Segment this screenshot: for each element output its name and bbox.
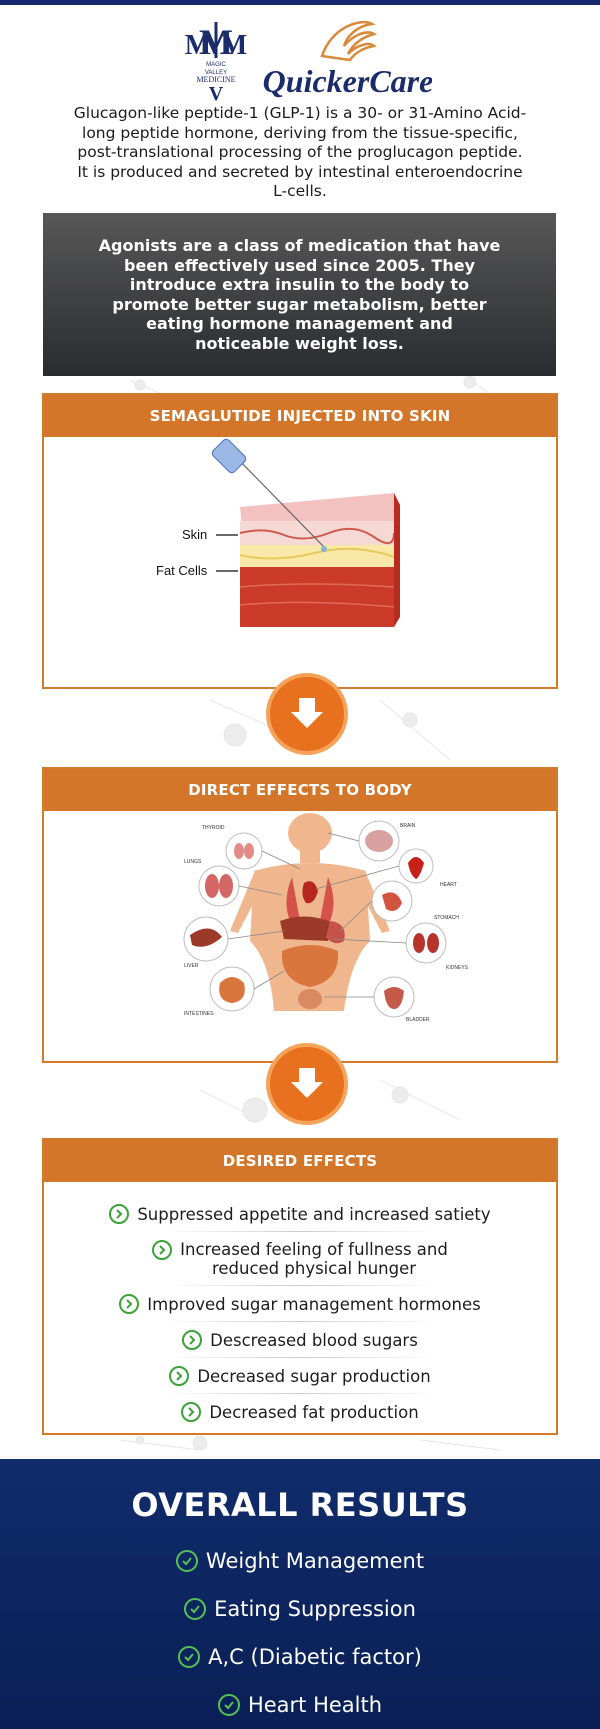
logo-header: M M M MAGIC VALLEY MEDICINE V QuickerCar… <box>0 14 600 102</box>
svg-text:Skin: Skin <box>182 527 207 542</box>
svg-text:MEDICINE: MEDICINE <box>196 75 235 84</box>
svg-text:LUNGS: LUNGS <box>184 859 202 865</box>
down-arrow-icon <box>266 1043 348 1125</box>
check-circle-icon <box>217 1694 240 1716</box>
svg-text:QuickerCare: QuickerCare <box>263 63 432 99</box>
desired-effects-section: DESIRED EFFECTS Suppressed appetite and … <box>42 1138 558 1435</box>
body-effects-section: DIRECT EFFECTS TO BODY <box>42 767 558 1063</box>
skin-injection-section: SEMAGLUTIDE INJECTED INTO SKIN Skin Fat … <box>42 393 558 689</box>
body-section-title: DIRECT EFFECTS TO BODY <box>44 769 556 811</box>
list-item: A,C (Diabetic factor) <box>0 1633 600 1681</box>
svg-text:VALLEY: VALLEY <box>205 70 227 76</box>
skin-section-title: SEMAGLUTIDE INJECTED INTO SKIN <box>44 395 556 437</box>
glp1-intro-text: Glucagon-like peptide-1 (GLP-1) is a 30-… <box>73 104 527 200</box>
list-item: Decreased fat production <box>44 1394 556 1430</box>
list-item: Eating Suppression <box>0 1585 600 1633</box>
results-list: Weight Management Eating Suppression A,C… <box>0 1537 600 1729</box>
svg-text:V: V <box>209 83 224 102</box>
check-circle-icon <box>175 1550 198 1572</box>
effects-section-title: DESIRED EFFECTS <box>44 1140 556 1182</box>
svg-text:M: M <box>221 30 247 61</box>
svg-text:INTESTINES: INTESTINES <box>184 1011 214 1017</box>
body-organs-illustration: THYROID BRAIN LUNGS HEART STOMACH LIVER … <box>183 813 469 1023</box>
chevron-right-icon <box>152 1240 173 1260</box>
quickercare-logo: QuickerCare <box>263 20 432 99</box>
check-circle-icon <box>184 1598 207 1620</box>
overall-results-section: OVERALL RESULTS Weight Management Eating… <box>0 1459 600 1729</box>
list-item: Increased feeling of fullness and reduce… <box>44 1232 556 1286</box>
svg-text:HEART: HEART <box>440 882 457 888</box>
list-item: Decreased sugar production <box>44 1358 556 1394</box>
results-title: OVERALL RESULTS <box>131 1486 469 1524</box>
top-bar <box>0 0 600 5</box>
effects-list: Suppressed appetite and increased satiet… <box>44 1182 556 1430</box>
svg-text:BLADDER: BLADDER <box>406 1017 430 1023</box>
magic-valley-medicine-logo: M M M MAGIC VALLEY MEDICINE V <box>185 22 247 102</box>
agonist-info-box: Agonists are a class of medication that … <box>43 213 556 376</box>
list-item: Weight Management <box>0 1537 600 1585</box>
list-item: Heart Health <box>0 1681 600 1729</box>
chevron-right-icon <box>119 1294 140 1314</box>
svg-text:THYROID: THYROID <box>202 825 225 831</box>
down-arrow-icon <box>266 673 348 755</box>
list-item: Suppressed appetite and increased satiet… <box>44 1196 556 1232</box>
chevron-right-icon <box>169 1366 190 1386</box>
check-circle-icon <box>178 1646 201 1668</box>
chevron-right-icon <box>109 1204 130 1224</box>
chevron-right-icon <box>181 1402 202 1422</box>
svg-text:Fat Cells: Fat Cells <box>156 563 208 578</box>
skin-layers-illustration: Skin Fat Cells <box>156 438 400 627</box>
svg-text:MAGIC: MAGIC <box>206 62 226 68</box>
svg-text:KIDNEYS: KIDNEYS <box>446 965 469 971</box>
chevron-right-icon <box>182 1330 203 1350</box>
svg-text:BRAIN: BRAIN <box>400 823 416 829</box>
svg-text:LIVER: LIVER <box>184 963 199 969</box>
svg-text:M: M <box>185 30 211 61</box>
list-item: Descreased blood sugars <box>44 1322 556 1358</box>
svg-text:STOMACH: STOMACH <box>434 915 459 921</box>
list-item: Improved sugar management hormones <box>44 1286 556 1322</box>
agonist-text: Agonists are a class of medication that … <box>98 236 501 353</box>
